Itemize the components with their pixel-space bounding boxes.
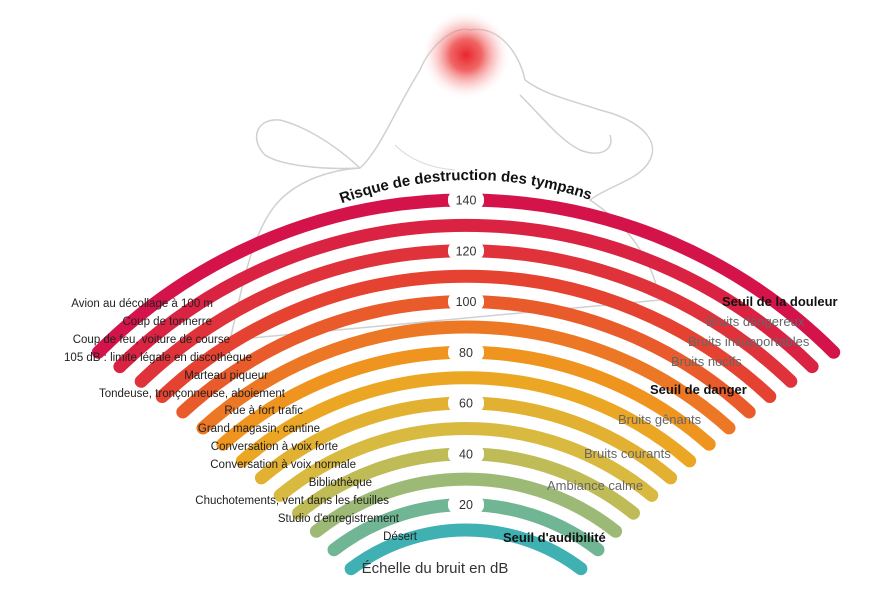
- left-examples-list: Avion au décollage à 100 m Coup de tonner…: [0, 0, 417, 587]
- noise-arc-band: [235, 371, 697, 468]
- noise-arc-band: [273, 422, 659, 502]
- noise-arc-band: [113, 218, 819, 374]
- db-tick-badge: [448, 495, 484, 514]
- noise-arc-band: [196, 320, 736, 435]
- right-category-label: Bruits nocifs: [671, 354, 742, 369]
- db-tick-label: 20: [459, 498, 473, 512]
- right-category-label: Seuil de danger: [650, 382, 747, 397]
- db-tick-badge: [448, 191, 484, 209]
- db-tick-label: 40: [459, 447, 473, 461]
- left-example-label: 105 dB : limite légale en discothèque: [64, 351, 252, 364]
- left-example-label: Coup de tonnerre: [122, 315, 212, 328]
- pain-glow-icon: [421, 10, 511, 100]
- left-example-label: Grand magasin, cantine: [197, 423, 320, 436]
- db-tick-label: 80: [459, 346, 473, 360]
- left-example-label: Conversation à voix forte: [210, 441, 338, 454]
- right-category-label: Bruits courants: [584, 446, 671, 461]
- db-tick-badge: [448, 241, 484, 260]
- noise-arc-band: [309, 472, 623, 538]
- right-category-label: Bruits insupportables: [688, 334, 810, 349]
- right-category-label: Seuil de la douleur: [722, 294, 838, 309]
- db-tick-label: 120: [456, 244, 477, 258]
- left-example-label: Tondeuse, tronçonneuse, aboiement: [98, 387, 285, 400]
- left-example-label: Studio d'enregistrement: [277, 512, 399, 525]
- left-example-label: Coup de feu, voiture de course: [72, 333, 230, 346]
- right-category-label: Bruits dangereux: [706, 314, 805, 329]
- left-example-label: Chuchotements, vent dans les feuilles: [195, 494, 389, 507]
- db-tick-badge: [448, 343, 484, 362]
- db-tick-label: 140: [456, 194, 477, 208]
- db-tick-badge: [448, 292, 484, 311]
- db-tick-badge: [448, 444, 484, 463]
- left-example-label: Conversation à voix normale: [210, 459, 356, 472]
- left-example-label: Désert: [383, 530, 417, 543]
- left-example-label: Rue à fort trafic: [224, 405, 303, 418]
- db-scale-ticks: 140 120 100 80 60 40 20: [448, 191, 484, 514]
- right-category-label: Bruits gênants: [618, 412, 702, 427]
- scale-caption: Échelle du bruit en dB: [361, 560, 509, 577]
- db-tick-label: 60: [459, 397, 473, 411]
- db-tick-badge: [448, 394, 484, 413]
- right-category-label: Seuil d'audibilité: [503, 530, 606, 545]
- left-example-label: Bibliothèque: [308, 477, 372, 489]
- left-example-label: Avion au décollage à 100 m: [71, 298, 213, 310]
- left-example-label: Marteau piqueur: [184, 369, 268, 382]
- noise-arc-band: [344, 523, 588, 576]
- noise-arc-band: [155, 269, 777, 403]
- db-tick-label: 100: [456, 295, 477, 309]
- right-category-label: Ambiance calme: [547, 478, 644, 493]
